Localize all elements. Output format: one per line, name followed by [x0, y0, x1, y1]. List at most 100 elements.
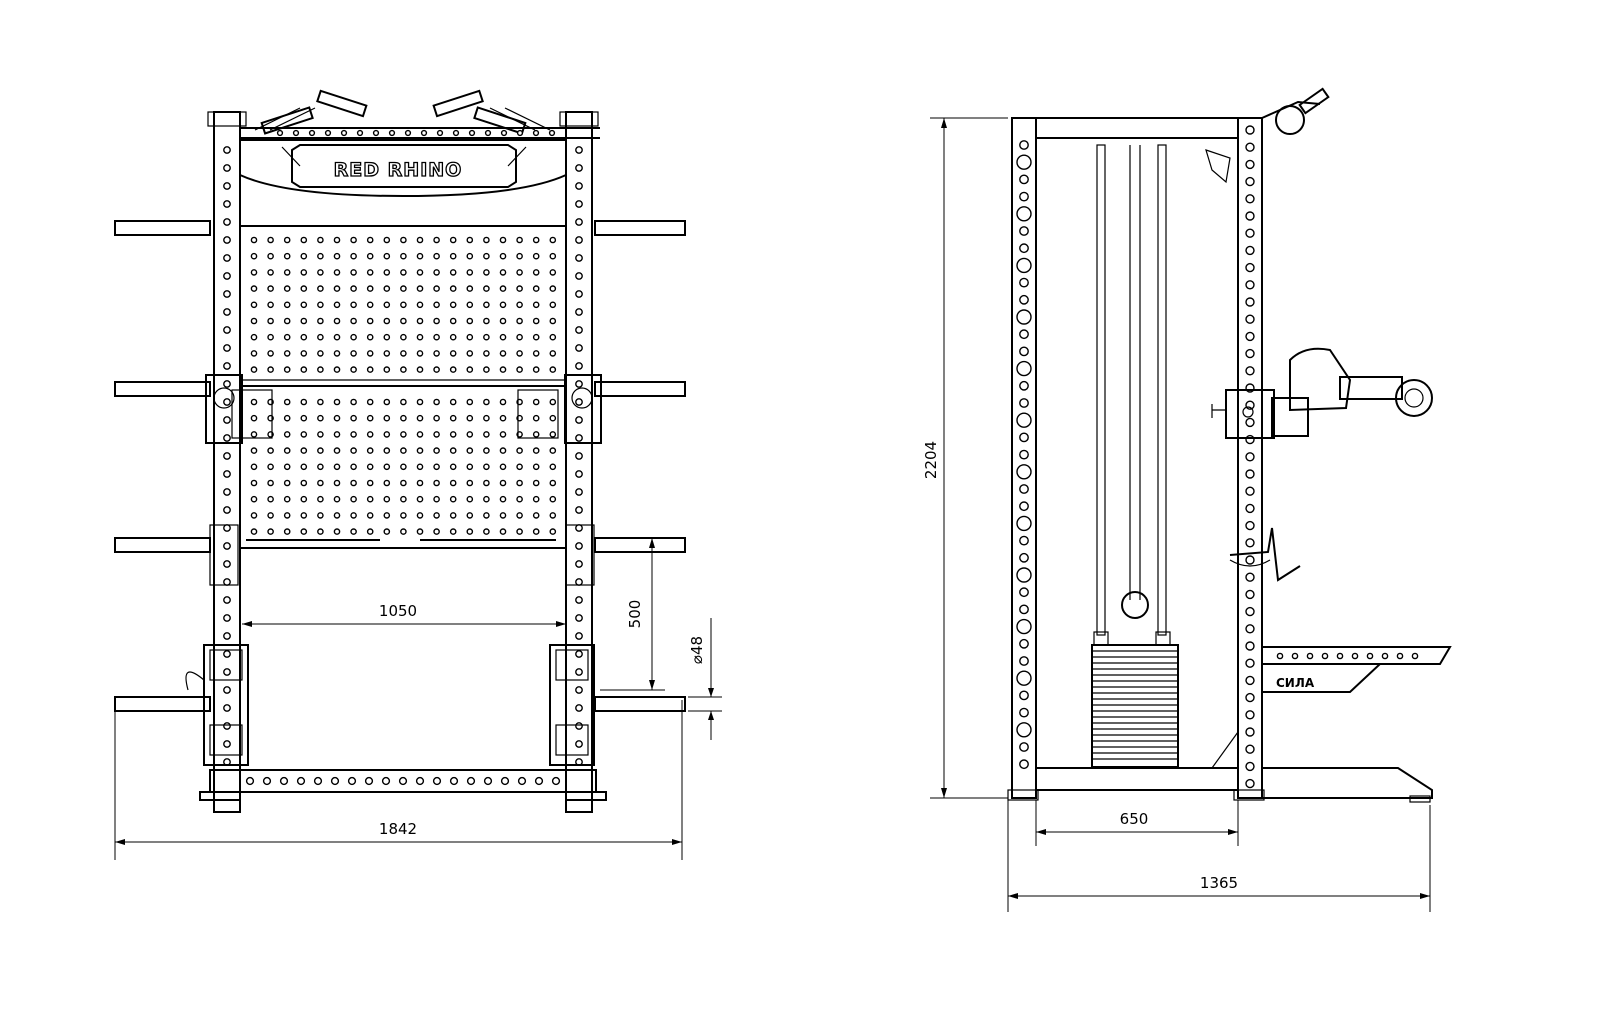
pegboard-hole: [466, 269, 474, 276]
pegboard-hole: [483, 236, 490, 244]
upright-hole: [575, 362, 583, 370]
pegboard-hole: [532, 333, 540, 341]
base-hole: [347, 776, 357, 786]
pegboard-hole: [267, 236, 274, 244]
pegboard-hole: [483, 366, 490, 373]
pegboard-hole: [400, 236, 407, 244]
pegboard-hole: [383, 512, 391, 519]
crossbar-hole: [500, 129, 508, 137]
pegboard-hole: [483, 414, 490, 422]
pegboard-hole: [333, 333, 341, 341]
base-hole: [313, 776, 323, 786]
pegboard-hole: [416, 495, 424, 503]
upright-hole: [1019, 191, 1029, 202]
pegboard-hole: [250, 366, 258, 373]
upright-hole: [1245, 744, 1255, 754]
upright-hole: [575, 722, 583, 730]
pegboard-hole: [366, 398, 374, 406]
upright-hole: [575, 398, 583, 406]
pegboard-hole: [516, 479, 523, 487]
pegboard-hole: [449, 285, 457, 292]
pegboard-hole: [416, 366, 424, 373]
pegboard-hole: [433, 447, 440, 454]
pegboard-hole: [250, 447, 258, 454]
pegboard-hole: [483, 495, 490, 503]
pegboard-hole: [300, 350, 308, 357]
pegboard-hole: [283, 479, 291, 487]
dim-inner-depth: 650: [1120, 810, 1149, 828]
pegboard-hole: [499, 269, 507, 276]
pegboard-hole: [549, 301, 557, 309]
pegboard-hole: [449, 236, 457, 244]
pegboard-hole: [532, 269, 540, 276]
upright-holes: [1016, 140, 1032, 770]
pegboard-hole: [267, 528, 274, 535]
pegboard-hole: [549, 431, 557, 438]
upright-hole: [1245, 641, 1255, 651]
pegboard-hole: [549, 333, 557, 341]
upright-hole: [575, 236, 583, 244]
pegboard-hole: [267, 366, 274, 373]
pegboard-hole: [499, 398, 507, 406]
pegboard-hole: [416, 512, 424, 519]
pegboard-hole: [466, 414, 474, 422]
upright-hole: [1245, 727, 1255, 737]
pegboard-hole: [433, 512, 440, 519]
pegboard-hole: [267, 252, 274, 260]
upright-hole: [575, 704, 583, 712]
upright-hole: [1019, 707, 1029, 718]
pegboard-hole: [449, 366, 457, 373]
base-hole: [466, 776, 476, 786]
shelf-logo: СИЛА: [1276, 676, 1315, 690]
pegboard-hole: [350, 512, 357, 519]
pegboard-hole: [350, 333, 357, 341]
pegboard-hole: [532, 528, 540, 535]
pegboard-hole: [317, 317, 324, 325]
upright-holes: [223, 146, 583, 766]
pegboard-hole: [267, 512, 274, 519]
crossbar-holes: [276, 129, 556, 137]
pegboard-hole: [400, 479, 407, 487]
top-pulley: [1205, 87, 1330, 184]
base-hole: [279, 776, 289, 786]
upright-hole: [223, 290, 231, 298]
pegboard-hole: [283, 333, 291, 341]
pegboard-hole: [333, 350, 341, 357]
lower-blocks: [185, 644, 595, 766]
pegboard-hole: [532, 479, 540, 487]
pegboard-hole: [499, 301, 507, 309]
pegboard-hole: [366, 317, 374, 325]
pegboard-hole: [466, 350, 474, 357]
crossbar-hole: [372, 129, 380, 137]
crossbar-hole: [356, 129, 364, 137]
upright-hole: [575, 740, 583, 748]
pegboard-hole: [516, 447, 523, 454]
pegboard-hole: [516, 301, 523, 309]
upright-hole: [1016, 257, 1032, 274]
upright-hole: [575, 596, 583, 604]
upright-hole: [223, 308, 231, 316]
pegboard-hole: [283, 447, 291, 454]
upright-hole: [1019, 552, 1029, 563]
upright-hole: [1019, 329, 1029, 340]
base-hole: [296, 776, 306, 786]
pegboard-hole: [466, 252, 474, 260]
upright-hole: [223, 632, 231, 640]
pegboard-hole: [300, 431, 308, 438]
pegboard-hole: [383, 285, 391, 292]
pegboard-hole: [416, 301, 424, 309]
pegboard-hole: [549, 285, 557, 292]
upright-hole: [1245, 710, 1255, 720]
front-view: RED RHINO: [114, 89, 722, 860]
pegboard-hole: [333, 366, 341, 373]
pegboard-hole: [317, 252, 324, 260]
base-hole: [534, 776, 544, 786]
pull-up-handles: [240, 89, 600, 139]
pegboard-hole: [466, 301, 474, 309]
pegboard-hole: [333, 495, 341, 503]
pegboard-hole: [532, 447, 540, 454]
pegboard-hole: [250, 431, 258, 438]
pegboard-hole: [250, 236, 258, 244]
upright-hole: [223, 488, 231, 496]
upright-hole: [1019, 432, 1029, 443]
